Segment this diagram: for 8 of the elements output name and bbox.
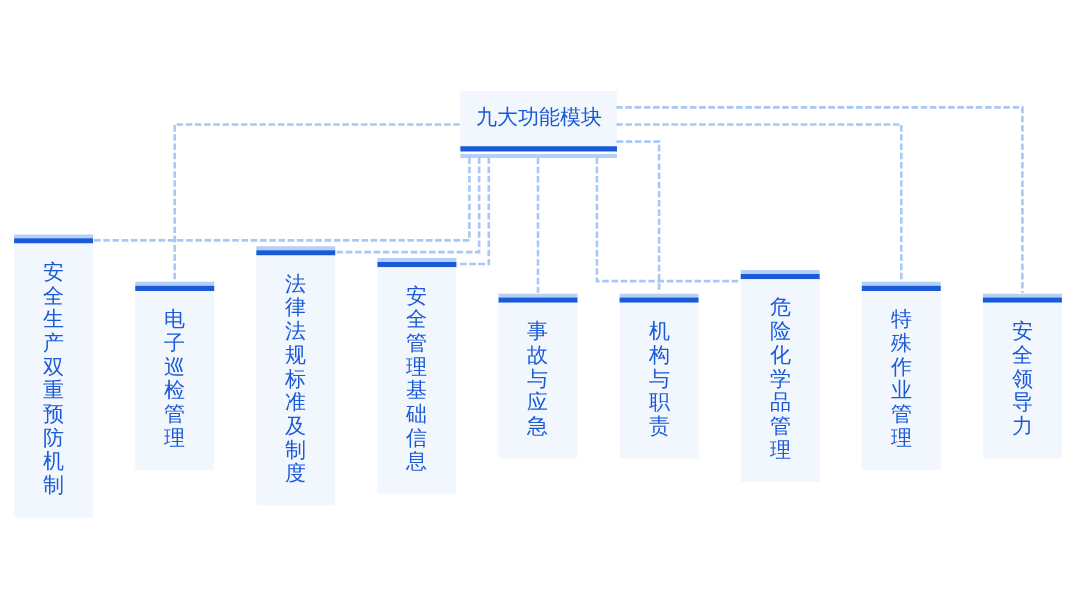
connector	[335, 157, 481, 253]
connector	[595, 157, 741, 282]
connector	[616, 105, 1024, 293]
connector	[616, 139, 661, 293]
connector	[536, 157, 540, 293]
connector	[93, 157, 471, 242]
connector	[616, 122, 903, 281]
connector	[173, 122, 460, 281]
